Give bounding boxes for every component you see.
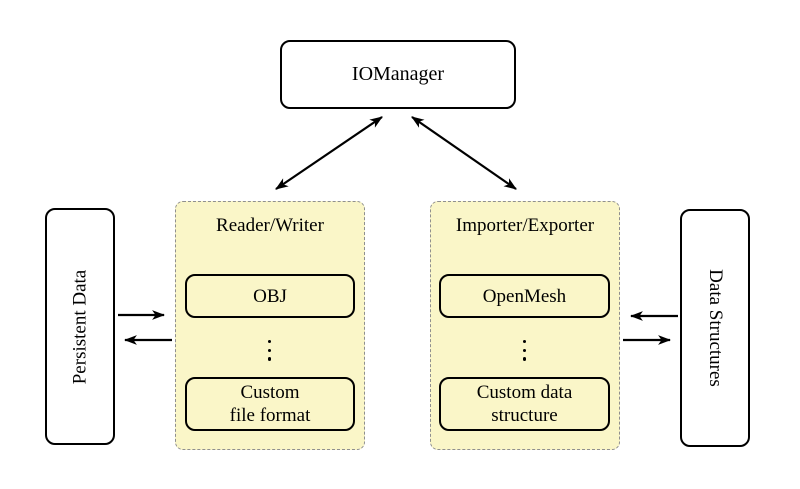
box-custom-file-format: Custom file format (185, 377, 355, 431)
box-openmesh-label: OpenMesh (482, 285, 567, 307)
box-custom-data-structure-line2: structure (491, 405, 558, 426)
box-openmesh: OpenMesh (439, 274, 610, 318)
group-reader-writer-title: Reader/Writer (216, 215, 324, 236)
edge-iomanager-importerexporter (411, 116, 517, 190)
node-persistent-data: Persistent Data (45, 208, 115, 445)
vdots-icon (523, 340, 527, 361)
box-obj-label: OBJ (253, 285, 287, 307)
box-custom-file-format-line2: file format (229, 405, 311, 426)
box-custom-data-structure-line1: Custom data (476, 382, 573, 403)
box-obj: OBJ (185, 274, 355, 318)
node-data-structures: Data Structures (680, 209, 750, 447)
node-persistent-data-label: Persistent Data (69, 269, 91, 384)
node-iomanager-label: IOManager (351, 63, 445, 85)
node-iomanager: IOManager (280, 40, 516, 109)
box-custom-file-format-line1: Custom (240, 382, 300, 403)
node-data-structures-label: Data Structures (705, 269, 726, 387)
box-custom-data-structure: Custom data structure (439, 377, 610, 431)
vdots-icon (268, 340, 272, 361)
edge-iomanager-readerwriter (275, 116, 383, 190)
group-importer-exporter-title: Importer/Exporter (455, 215, 595, 236)
